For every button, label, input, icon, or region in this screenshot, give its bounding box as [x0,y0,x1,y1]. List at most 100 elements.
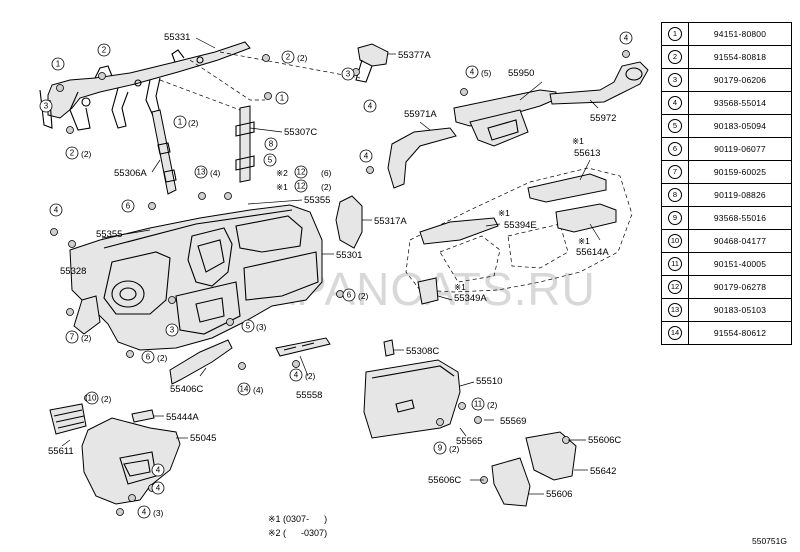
parts-table-number: 93568-55016 [688,206,792,230]
ref-circle: 2 [668,50,682,64]
instrument-panel-reinforcement [39,41,251,131]
callout-4-b: 4 [49,203,63,217]
svg-text:4: 4 [54,206,59,215]
svg-text:(4): (4) [253,385,264,395]
parts-table-ref: 10 [661,229,689,253]
bracket-55349a [417,277,439,305]
svg-text:2: 2 [70,149,75,158]
callout-1-a: 1 [51,57,65,71]
ref-circle: 7 [668,165,682,179]
parts-table-number: 90151-40005 [688,252,792,276]
parts-table-number: 93568-55014 [688,91,792,115]
side-defroster-duct-right [549,61,649,105]
svg-text:9: 9 [438,444,443,453]
footnotes: ※1 (0307- ) ※2 ( -0307) [268,512,327,540]
svg-text:(2): (2) [101,394,112,404]
label-55349a: 55349A [454,293,487,304]
label-55558: 55558 [296,390,322,401]
panel-trim-55614a [555,203,617,233]
callout-4-g: 4 [151,463,165,477]
svg-text:3: 3 [170,326,175,335]
callout-7: 7 [65,330,79,344]
parts-table-row: 9 93568-55016 [661,206,792,230]
vent-55611 [49,403,87,435]
svg-text:7: 7 [70,333,75,342]
parts-table-ref: 12 [661,275,689,299]
label-55606c-left: 55606C [428,475,461,486]
svg-text:12: 12 [297,182,306,191]
svg-text:(2): (2) [358,291,369,301]
leader-lines [61,37,601,495]
svg-text:4: 4 [156,484,161,493]
svg-text:4: 4 [470,68,475,77]
callout-6-b: 6 [141,350,155,364]
parts-table-ref: 4 [661,91,689,115]
parts-table-number: 90183-05094 [688,114,792,138]
svg-text:(6): (6) [321,168,332,178]
label-55972: 55972 [590,113,616,124]
label-55377a: 55377A [398,50,431,61]
label-55355-left: 55355 [96,229,122,240]
label-55301: 55301 [336,250,362,261]
svg-text:5: 5 [268,156,273,165]
svg-text:4: 4 [142,508,147,517]
callout-10: 10 [85,391,99,405]
parts-table-ref: 3 [661,68,689,92]
callout-markers: 1 2 3 2 (2) 1 (2) 2 (2) 1 3 4 8 5 13 (4)… [39,31,633,519]
cover-55317a [335,195,363,249]
label-55328: 55328 [60,266,86,277]
label-55406c: 55406C [170,384,203,395]
ref-circle: 14 [668,326,682,340]
parts-table-number: 94151-80800 [688,22,792,46]
parts-table-ref: 11 [661,252,689,276]
glove-compartment [363,359,461,439]
svg-text:1: 1 [178,118,183,127]
callout-6-c: 6 [342,288,356,302]
clip-55444a [131,409,155,423]
svg-text:10: 10 [88,394,97,403]
reinforcement-55406c [169,339,233,385]
svg-text:6: 6 [347,291,352,300]
svg-text:4: 4 [364,152,369,161]
callout-12-a: 12 [294,165,308,179]
parts-table-ref: 2 [661,45,689,69]
callout-4-h: 4 [151,481,165,495]
callout-1-c: 1 [275,91,289,105]
callout-9: 9 [433,441,447,455]
ref-circle: 10 [668,234,682,248]
svg-text:4: 4 [294,371,299,380]
label-55613: 55613 [574,148,600,159]
callout-8: 8 [264,137,278,151]
panel-trim-55613 [527,173,607,203]
mark2-12: ※2 [276,168,288,178]
svg-text:6: 6 [126,202,131,211]
svg-text:2: 2 [286,53,291,62]
svg-text:(2): (2) [487,400,498,410]
callout-4-d: 4 [359,149,373,163]
label-55565: 55565 [456,436,482,447]
parts-table-ref: 9 [661,206,689,230]
svg-text:4: 4 [156,466,161,475]
panel-lower-bracket [73,295,101,335]
callout-2-c: 2 [281,50,295,64]
parts-table-number: 90183-05103 [688,298,792,322]
label-55611: 55611 [48,446,74,457]
brace-55306a [151,109,177,195]
svg-text:4: 4 [624,34,629,43]
svg-text:(2): (2) [81,149,92,159]
svg-text:1: 1 [56,60,61,69]
callout-11: 11 [471,397,485,411]
ref-circle: 9 [668,211,682,225]
label-55569: 55569 [500,416,526,427]
svg-text:11: 11 [474,400,483,409]
lock-55308c [383,339,395,357]
mark1-55613: ※1 [572,136,584,146]
label-55307c: 55307C [284,127,317,138]
